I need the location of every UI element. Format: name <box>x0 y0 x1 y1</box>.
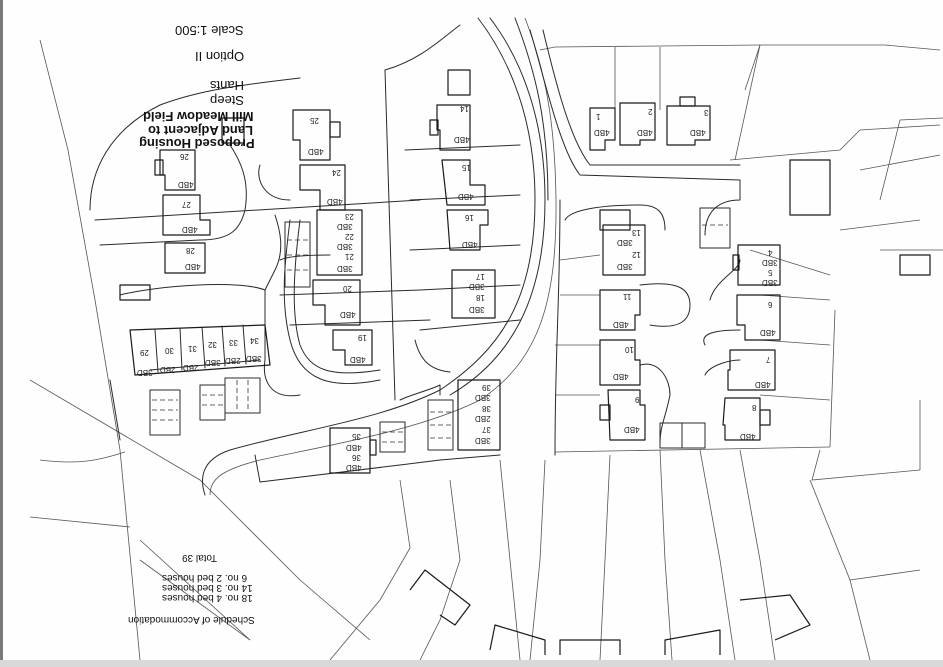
plot-4-number: 4 <box>768 248 773 257</box>
plot-2-number: 2 <box>648 107 653 116</box>
plot-35-number: 35 <box>352 432 361 441</box>
plot-25-type: 4BD <box>308 147 324 156</box>
plot-9-type: 4BD <box>624 425 640 434</box>
plot-1-number: 1 <box>596 112 601 121</box>
plot-16-number: 16 <box>465 213 474 222</box>
plot-1-type: 4BD <box>594 128 610 137</box>
plot-39-type: 3BD <box>475 393 491 402</box>
plot-12-type: 3BD <box>617 262 633 271</box>
plot-24-number: 24 <box>332 168 341 177</box>
plot-21-number: 21 <box>345 252 354 261</box>
option-label: Option II <box>195 49 245 64</box>
plot-10-number: 10 <box>625 345 634 354</box>
plot-36-number: 36 <box>352 453 361 462</box>
location-line-1: Steep <box>210 93 244 108</box>
plot-37-type: 3BD <box>475 436 491 445</box>
schedule-row-4bed: 18 no. 4 bed houses <box>162 592 253 603</box>
viewer-bottom-bar <box>0 660 943 667</box>
plot-36-type: 4BD <box>346 463 362 472</box>
plot-39-number: 39 <box>482 383 491 392</box>
plot-20-number: 20 <box>343 284 352 293</box>
plot-21-type: 3BD <box>337 264 353 273</box>
house-footprints <box>129 96 781 474</box>
title-line-1: Proposed Housing <box>139 136 255 151</box>
plot-13-type: 3BD <box>617 238 633 247</box>
location-line-2: Hants <box>210 78 244 93</box>
plot-19-type: 4BD <box>350 355 366 364</box>
plot-6-type: 4BD <box>760 328 776 337</box>
plot-17-number: 17 <box>476 272 485 281</box>
schedule-total: Total 39 <box>182 552 218 563</box>
plot-32-number: 32 <box>208 340 217 349</box>
plot-6-number: 6 <box>768 300 773 309</box>
plot-14-number: 14 <box>460 104 469 113</box>
plot-18-type: 3BD <box>469 305 485 314</box>
plot-34-type: 3BD <box>246 354 262 363</box>
plot-23-type: 3BD <box>337 222 353 231</box>
schedule-heading: Schedule of Accommodation <box>128 614 255 625</box>
field-boundaries <box>29 39 943 660</box>
plot-24-type: 4BD <box>327 197 343 206</box>
plot-9-number: 9 <box>635 395 640 404</box>
plot-16-type: 4BD <box>462 240 478 249</box>
plot-26-type: 4BD <box>178 180 194 189</box>
plot-12-number: 12 <box>632 250 641 259</box>
plot-10-type: 4BD <box>613 372 629 381</box>
plot-7-number: 7 <box>766 355 771 364</box>
outbuildings <box>119 69 931 655</box>
plot-7-type: 4BD <box>755 380 771 389</box>
plot-33-number: 33 <box>229 338 238 347</box>
plot-2-type: 4BD <box>637 128 653 137</box>
plot-15-type: 4BD <box>458 192 474 201</box>
plot-14-type: 4BD <box>454 135 470 144</box>
plot-11-number: 11 <box>623 292 632 301</box>
plot-38-number: 38 <box>482 404 491 413</box>
plot-31-type: 2BD <box>183 363 199 372</box>
plot-5-type: 3BD <box>762 278 778 287</box>
plot-29-number: 29 <box>140 348 149 357</box>
plot-30-number: 30 <box>165 346 174 355</box>
schedule-row-2bed: 6 no. 2 bed houses <box>162 572 248 583</box>
plot-28-number: 28 <box>186 246 195 255</box>
plot-8-type: 4BD <box>740 432 756 441</box>
west-loop-road <box>89 24 521 441</box>
plot-4-type: 3BD <box>762 258 778 267</box>
parking-bays <box>149 207 731 453</box>
plot-31-number: 31 <box>188 344 197 353</box>
plot-34-number: 34 <box>250 336 259 345</box>
plot-22-type: 3BD <box>337 242 353 251</box>
plot-38-type: 2BD <box>475 414 491 423</box>
schedule-row-3bed: 14 no. 3 bed houses <box>162 582 253 593</box>
plot-27-type: 4BD <box>182 225 198 234</box>
plot-25-number: 25 <box>310 116 319 125</box>
main-road <box>202 17 741 496</box>
plot-23-number: 23 <box>345 212 354 221</box>
plot-8-number: 8 <box>752 403 757 412</box>
plot-33-type: 2BD <box>225 356 241 365</box>
plot-37-number: 37 <box>482 425 491 434</box>
plot-18-number: 18 <box>476 293 485 302</box>
plot-28-type: 4BD <box>185 262 201 271</box>
plot-30-type: 2BD <box>160 365 176 374</box>
plot-15-number: 15 <box>462 163 471 172</box>
cul-de-sacs <box>639 259 741 446</box>
plot-17-type: 3BD <box>469 282 485 291</box>
plot-3-type: 4BD <box>690 128 706 137</box>
plot-32-type: 3BD <box>205 358 221 367</box>
plot-11-type: 4BD <box>613 320 629 329</box>
plot-13-number: 13 <box>632 228 641 237</box>
plot-5-number: 5 <box>768 268 773 277</box>
plot-27-number: 27 <box>182 200 191 209</box>
scale-label: Scale 1:500 <box>175 23 244 38</box>
plot-22-number: 22 <box>345 232 354 241</box>
plot-3-number: 3 <box>704 108 709 117</box>
plot-29-type: 3BD <box>137 368 153 377</box>
plot-19-number: 19 <box>358 333 367 342</box>
title-line-3: Mill Meadow Field <box>143 109 254 124</box>
plot-35-type: 4BD <box>346 443 362 452</box>
plot-20-type: 4BD <box>340 310 356 319</box>
plot-26-number: 26 <box>180 152 189 161</box>
sheet-edge <box>0 0 3 660</box>
